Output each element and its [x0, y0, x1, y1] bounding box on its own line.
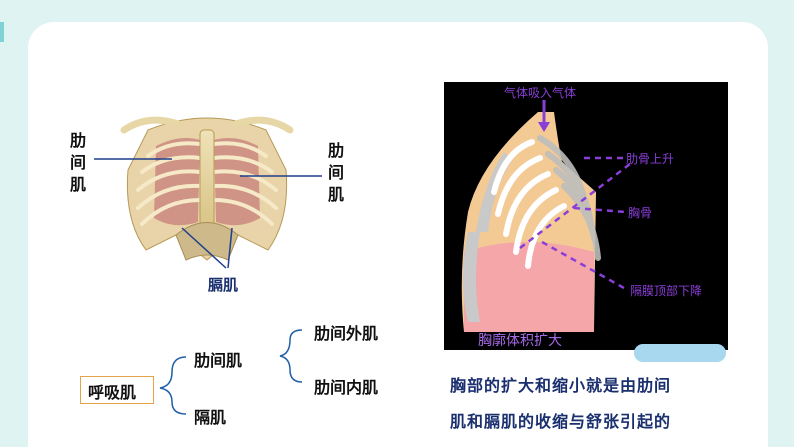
diaphragm-label: 膈肌	[208, 276, 239, 294]
breathing-diagram-graphic	[461, 100, 631, 332]
breathing-diagram: 气体吸入气体 肋骨上升 胸骨 隔膜顶部下降 胸廓体积扩大	[444, 82, 728, 350]
tree-root-box	[80, 376, 154, 404]
diagram-top-label: 气体吸入气体	[504, 86, 577, 100]
diagram-bottom-label: 胸廓体积扩大	[478, 333, 562, 349]
summary-line-2: 肌和膈肌的收缩与舒张引起的	[450, 412, 672, 431]
tree-branch-external: 肋间外肌	[314, 324, 379, 343]
corner-accent	[0, 22, 4, 42]
tree-branch-internal: 肋间内肌	[314, 378, 379, 397]
ribcage-illustration	[120, 116, 294, 261]
diagram-ribs-up-label: 肋骨上升	[626, 152, 675, 166]
tree-branch-diaphragm: 隔肌	[194, 408, 227, 427]
summary-line-1: 胸部的扩大和缩小就是由肋间	[450, 376, 672, 395]
ribcage-right-label: 肋 间 肌	[327, 141, 344, 204]
tree-root: 呼吸肌	[88, 383, 137, 402]
diagram-sternum-label: 胸骨	[628, 206, 653, 220]
ribcage-left-label: 肋 间 肌	[69, 131, 86, 194]
tree-branch-intercostal: 肋间肌	[194, 351, 243, 370]
diagram-diaphragm-label: 隔膜顶部下降	[630, 284, 703, 298]
decorative-pill	[634, 344, 726, 362]
